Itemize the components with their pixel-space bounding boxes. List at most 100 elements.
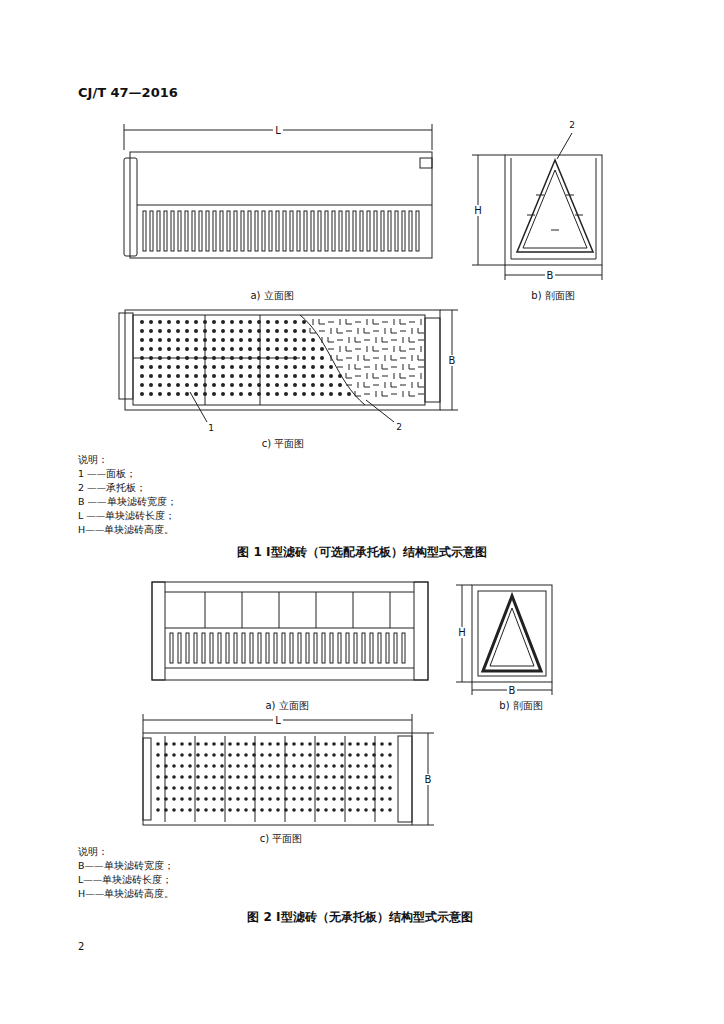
pattern-mark bbox=[418, 367, 424, 368]
label-text: 1 ——面板； bbox=[78, 469, 136, 479]
hole-dot bbox=[244, 808, 248, 812]
hole-dot bbox=[284, 764, 288, 768]
hole-dot bbox=[185, 338, 189, 342]
hole-dot bbox=[275, 338, 279, 342]
extension-line bbox=[440, 310, 458, 311]
hole-dot bbox=[292, 742, 296, 746]
hole-dot bbox=[275, 365, 279, 369]
dimension-label: B bbox=[423, 774, 434, 785]
slot bbox=[378, 633, 381, 663]
pattern-mark bbox=[376, 337, 377, 343]
hole-dot bbox=[248, 320, 252, 324]
hole-dot bbox=[316, 808, 320, 812]
hole-dot bbox=[293, 383, 297, 387]
hole-dot bbox=[220, 775, 224, 779]
pattern-mark bbox=[403, 337, 404, 343]
hole-dot bbox=[167, 329, 171, 333]
hole-dot bbox=[276, 786, 280, 790]
hole-dot bbox=[180, 764, 184, 768]
hole-dot bbox=[302, 356, 306, 360]
hole-dot bbox=[324, 797, 328, 801]
hole-dot bbox=[176, 338, 180, 342]
hole-dot bbox=[284, 797, 288, 801]
hole-dot bbox=[212, 808, 216, 812]
brick-outline bbox=[505, 155, 602, 265]
hole-dot bbox=[293, 338, 297, 342]
pattern-mark bbox=[355, 337, 361, 342]
hole-dot bbox=[156, 797, 160, 801]
hole-dot bbox=[332, 786, 336, 790]
hole-dot bbox=[158, 347, 162, 351]
slot bbox=[374, 211, 377, 251]
pattern-mark bbox=[400, 373, 406, 378]
hole-dot bbox=[172, 764, 176, 768]
hole-dot bbox=[188, 775, 192, 779]
hole-dot bbox=[268, 808, 272, 812]
brick-edge bbox=[165, 592, 414, 593]
hole-dot bbox=[380, 753, 384, 757]
pattern-mark bbox=[382, 376, 388, 377]
hole-dot bbox=[347, 392, 351, 396]
extension-line bbox=[456, 682, 472, 683]
hole-dot bbox=[311, 338, 315, 342]
hole-dot bbox=[276, 764, 280, 768]
hole-dot bbox=[311, 347, 315, 351]
hole-dot bbox=[167, 347, 171, 351]
hole-dot bbox=[348, 786, 352, 790]
hole-dot bbox=[260, 775, 264, 779]
hole-dot bbox=[230, 347, 234, 351]
hole-dot bbox=[338, 392, 342, 396]
pattern-mark bbox=[319, 319, 325, 324]
hole-dot bbox=[236, 797, 240, 801]
hole-dot bbox=[228, 742, 232, 746]
hole-dot bbox=[329, 392, 333, 396]
hole-dot bbox=[372, 742, 376, 746]
rib-line bbox=[225, 736, 226, 822]
hole-dot bbox=[372, 775, 376, 779]
rib-line bbox=[345, 736, 346, 822]
hole-dot bbox=[316, 753, 320, 757]
hole-dot bbox=[204, 775, 208, 779]
pattern-mark bbox=[373, 319, 379, 324]
hole-dot bbox=[180, 753, 184, 757]
hole-dot bbox=[316, 775, 320, 779]
hole-dot bbox=[329, 365, 333, 369]
hole-dot bbox=[380, 797, 384, 801]
brick-outline bbox=[143, 733, 412, 825]
post bbox=[279, 592, 280, 628]
slot bbox=[402, 633, 405, 663]
slot bbox=[346, 633, 349, 663]
hole-dot bbox=[338, 383, 342, 387]
slot bbox=[314, 633, 317, 663]
hole-dot bbox=[340, 786, 344, 790]
hole-dot bbox=[320, 356, 324, 360]
slot bbox=[218, 633, 221, 663]
rib-line bbox=[260, 315, 261, 405]
slot bbox=[258, 633, 261, 663]
hole-dot bbox=[275, 329, 279, 333]
hole-dot bbox=[308, 753, 312, 757]
pattern-mark bbox=[400, 358, 406, 359]
hole-dot bbox=[236, 742, 240, 746]
hole-dot bbox=[300, 753, 304, 757]
pattern-mark bbox=[337, 328, 343, 333]
extension-line bbox=[472, 682, 473, 695]
hole-dot bbox=[172, 742, 176, 746]
hole-dot bbox=[356, 786, 360, 790]
hole-dot bbox=[221, 329, 225, 333]
hole-dot bbox=[239, 329, 243, 333]
pattern-mark bbox=[412, 382, 413, 388]
brick-outline bbox=[472, 585, 552, 682]
pattern-mark bbox=[382, 322, 388, 323]
label-text: a) 立面图 bbox=[265, 700, 308, 711]
brick-inner bbox=[511, 158, 596, 259]
post bbox=[353, 592, 354, 628]
leader-line bbox=[557, 133, 572, 159]
hole-dot bbox=[324, 808, 328, 812]
hole-dot bbox=[221, 347, 225, 351]
extension-line bbox=[456, 585, 472, 586]
hole-dot bbox=[275, 383, 279, 387]
dimension-label: L bbox=[273, 125, 283, 136]
hole-dot bbox=[244, 742, 248, 746]
